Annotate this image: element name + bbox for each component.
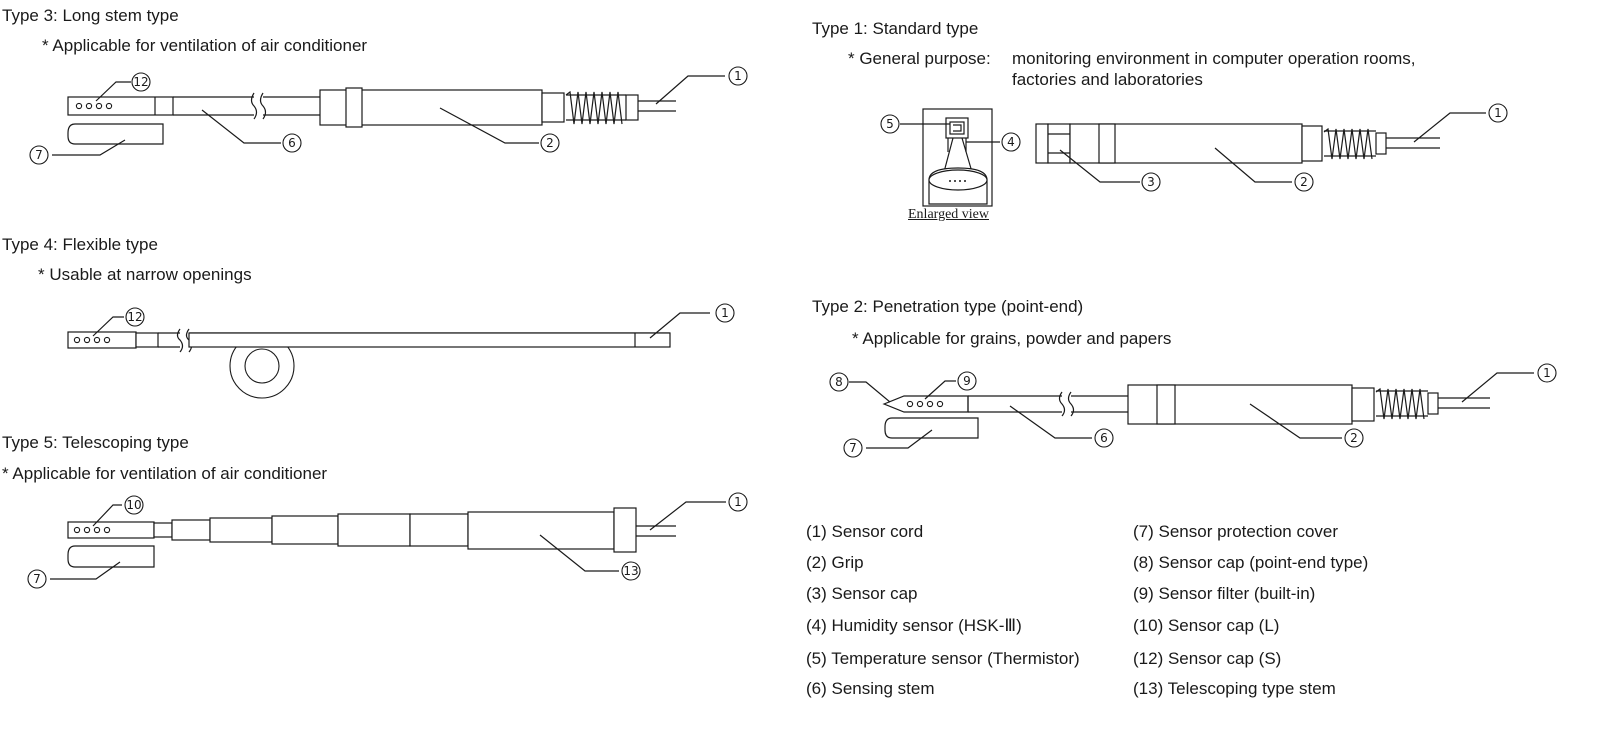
legend-item-9: (9) Sensor filter (built-in): [1133, 584, 1316, 603]
svg-text:1: 1: [734, 495, 742, 509]
callout-1-type4: 1: [715, 303, 735, 323]
type1-probe-drawing: 5 4 3 2 1: [880, 103, 1508, 207]
svg-text:2: 2: [546, 136, 554, 150]
callout-6-type2: 6: [1094, 428, 1114, 448]
callout-1-type2: 1: [1537, 363, 1557, 383]
callout-2-type2: 2: [1344, 428, 1364, 448]
legend-item-1: (1) Sensor cord: [806, 522, 924, 541]
callout-5: 5: [880, 114, 900, 134]
svg-text:10: 10: [126, 498, 141, 512]
svg-text:6: 6: [1100, 431, 1108, 445]
callout-13: 13: [621, 561, 641, 581]
callout-7-type5: 7: [27, 569, 47, 589]
svg-text:1: 1: [1543, 366, 1551, 380]
type3-probe-drawing: 12 6 2 1 7: [29, 66, 748, 165]
type1-note-prefix: * General purpose:: [848, 49, 991, 68]
type5-probe-drawing: 10 13 1 7: [27, 492, 748, 589]
svg-text:6: 6: [288, 136, 296, 150]
callout-4: 4: [1001, 132, 1021, 152]
svg-text:7: 7: [849, 441, 857, 455]
type4-title: Type 4: Flexible type: [2, 235, 158, 254]
callout-12: 12: [125, 307, 145, 327]
type1-note-line2: factories and laboratories: [1012, 70, 1203, 89]
callout-1-type5: 1: [728, 492, 748, 512]
enlarged-view-caption: Enlarged view: [908, 207, 989, 222]
callout-6: 6: [282, 133, 302, 153]
type1-note-line1: monitoring environment in computer opera…: [1012, 49, 1416, 68]
legend-item-2: (2) Grip: [806, 553, 864, 572]
callout-7-type2: 7: [843, 438, 863, 458]
svg-text:2: 2: [1300, 175, 1308, 189]
type4-note: * Usable at narrow openings: [38, 265, 252, 284]
svg-text:12: 12: [127, 310, 142, 324]
legend-item-7: (7) Sensor protection cover: [1133, 522, 1339, 541]
type2-probe-drawing: 8 9 6 2 1 7: [829, 363, 1557, 458]
svg-text:1: 1: [1494, 106, 1502, 120]
svg-text:12: 12: [133, 75, 148, 89]
legend-item-5: (5) Temperature sensor (Thermistor): [806, 649, 1080, 668]
svg-text:7: 7: [35, 148, 43, 162]
svg-text:5: 5: [886, 117, 894, 131]
type2-note: * Applicable for grains, powder and pape…: [852, 329, 1172, 348]
svg-text:1: 1: [734, 69, 742, 83]
type4-probe-drawing: 12 1: [67, 303, 735, 399]
type1-title: Type 1: Standard type: [812, 19, 979, 38]
legend-item-10: (10) Sensor cap (L): [1133, 616, 1280, 635]
type3-note: * Applicable for ventilation of air cond…: [42, 36, 368, 55]
svg-text:4: 4: [1007, 135, 1015, 149]
type5-title: Type 5: Telescoping type: [2, 433, 189, 452]
callout-2: 2: [540, 133, 560, 153]
legend-item-6: (6) Sensing stem: [806, 679, 935, 698]
svg-text:13: 13: [623, 564, 638, 578]
callout-1-type1: 1: [1488, 103, 1508, 123]
callout-1: 1: [728, 66, 748, 86]
callout-10-type5: 10: [124, 495, 144, 515]
callout-10: 12: [131, 72, 151, 92]
callout-8: 8: [829, 372, 849, 392]
type3-title: Type 3: Long stem type: [2, 6, 179, 25]
legend-item-8: (8) Sensor cap (point-end type): [1133, 553, 1369, 572]
svg-text:2: 2: [1350, 431, 1358, 445]
callout-9: 9: [957, 371, 977, 391]
callout-2-type1: 2: [1294, 172, 1314, 192]
legend-item-13: (13) Telescoping type stem: [1133, 679, 1336, 698]
svg-text:3: 3: [1147, 175, 1155, 189]
callout-7: 7: [29, 145, 49, 165]
callout-3: 3: [1141, 172, 1161, 192]
svg-text:1: 1: [721, 306, 729, 320]
svg-text:7: 7: [33, 572, 41, 586]
svg-text:8: 8: [835, 375, 843, 389]
legend-item-3: (3) Sensor cap: [806, 584, 918, 603]
type2-title: Type 2: Penetration type (point-end): [812, 297, 1084, 316]
type5-note: * Applicable for ventilation of air cond…: [2, 464, 328, 483]
legend-item-4: (4) Humidity sensor (HSK-Ⅲ): [806, 616, 1022, 635]
legend-item-12: (12) Sensor cap (S): [1133, 649, 1282, 668]
svg-text:9: 9: [963, 374, 971, 388]
